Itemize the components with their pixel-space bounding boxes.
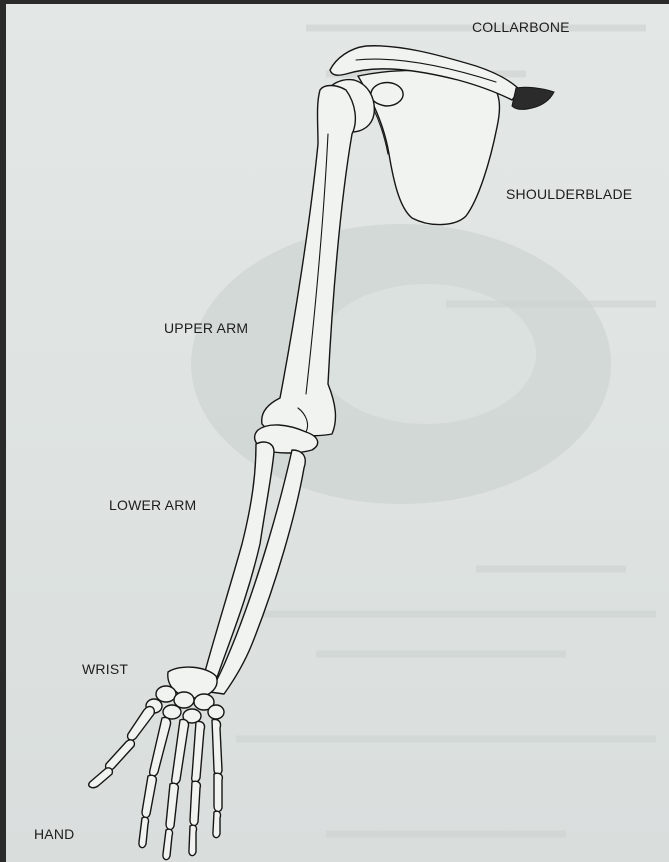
collarbone-tip [512, 87, 554, 109]
upper-arm-label: UPPER ARM [164, 320, 248, 336]
finger-bones [139, 717, 223, 859]
wrist-label: WRIST [82, 661, 128, 677]
wrist-bones [146, 667, 224, 723]
collarbone-label: COLLARBONE [472, 19, 570, 35]
arm-skeleton-illustration [6, 4, 669, 862]
hand-label: HAND [34, 826, 74, 842]
humerus-bone [262, 86, 356, 437]
thumb-bones [89, 707, 155, 788]
lower-arm-label: LOWER ARM [109, 497, 196, 513]
shoulderblade-label: SHOULDERBLADE [506, 186, 632, 202]
book-page: COLLARBONE SHOULDERBLADE UPPER ARM LOWER… [6, 4, 669, 862]
